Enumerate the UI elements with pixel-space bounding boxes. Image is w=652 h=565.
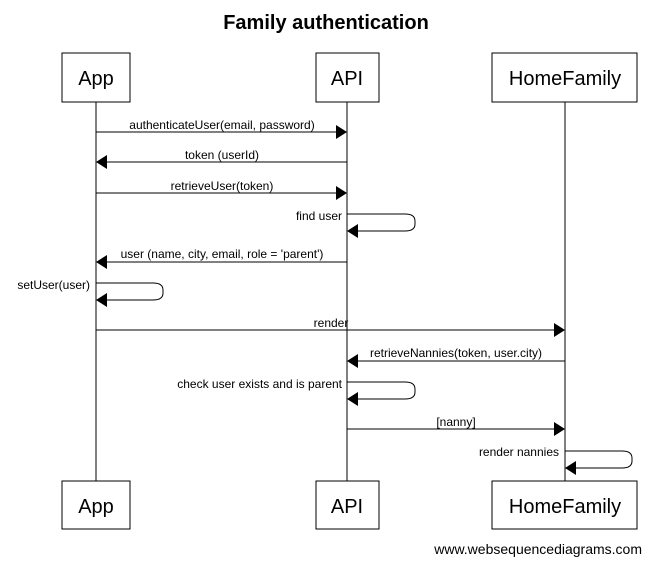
participant-label: API [331, 496, 363, 518]
participant-app-bottom: App [61, 480, 131, 530]
message-label: render [314, 316, 349, 330]
participant-label: App [78, 68, 114, 90]
message-label: retrieveNannies(token, user.city) [370, 346, 542, 360]
message-label: render nannies [479, 445, 559, 459]
participant-label: HomeFamily [509, 68, 621, 90]
message-label: find user [296, 209, 342, 223]
message-user-details: user (name, city, email, role = 'parent'… [96, 247, 347, 269]
message-label: setUser(user) [17, 278, 90, 292]
message-find-user: find user [296, 209, 416, 238]
participant-label: App [78, 496, 114, 518]
message-label: retrieveUser(token) [171, 179, 274, 193]
participant-app-top: App [61, 52, 131, 103]
watermark-text: www.websequencediagrams.com [433, 541, 642, 557]
participant-label: API [331, 68, 363, 90]
participant-label: HomeFamily [509, 496, 621, 518]
participant-api-top: API [315, 52, 380, 103]
message-token: token (userId) [96, 148, 347, 169]
participant-homefamily-top: HomeFamily [491, 52, 638, 103]
participant-homefamily-bottom: HomeFamily [491, 480, 638, 530]
message-retrieve-user: retrieveUser(token) [96, 179, 347, 200]
message-label: authenticateUser(email, password) [129, 118, 314, 132]
message-nanny-list: [nanny] [347, 415, 565, 436]
message-label: [nanny] [436, 415, 475, 429]
message-label: check user exists and is parent [177, 377, 342, 391]
message-label: token (userId) [185, 148, 259, 162]
message-set-user: setUser(user) [17, 278, 164, 307]
message-retrieve-nannies: retrieveNannies(token, user.city) [347, 346, 565, 368]
message-render: render [96, 316, 565, 337]
diagram-title: Family authentication [223, 12, 429, 34]
message-authenticate-user: authenticateUser(email, password) [96, 118, 347, 139]
participant-api-bottom: API [315, 480, 380, 530]
message-label: user (name, city, email, role = 'parent'… [121, 247, 324, 261]
message-check-user: check user exists and is parent [177, 377, 416, 406]
message-render-nannies: render nannies [479, 445, 633, 475]
